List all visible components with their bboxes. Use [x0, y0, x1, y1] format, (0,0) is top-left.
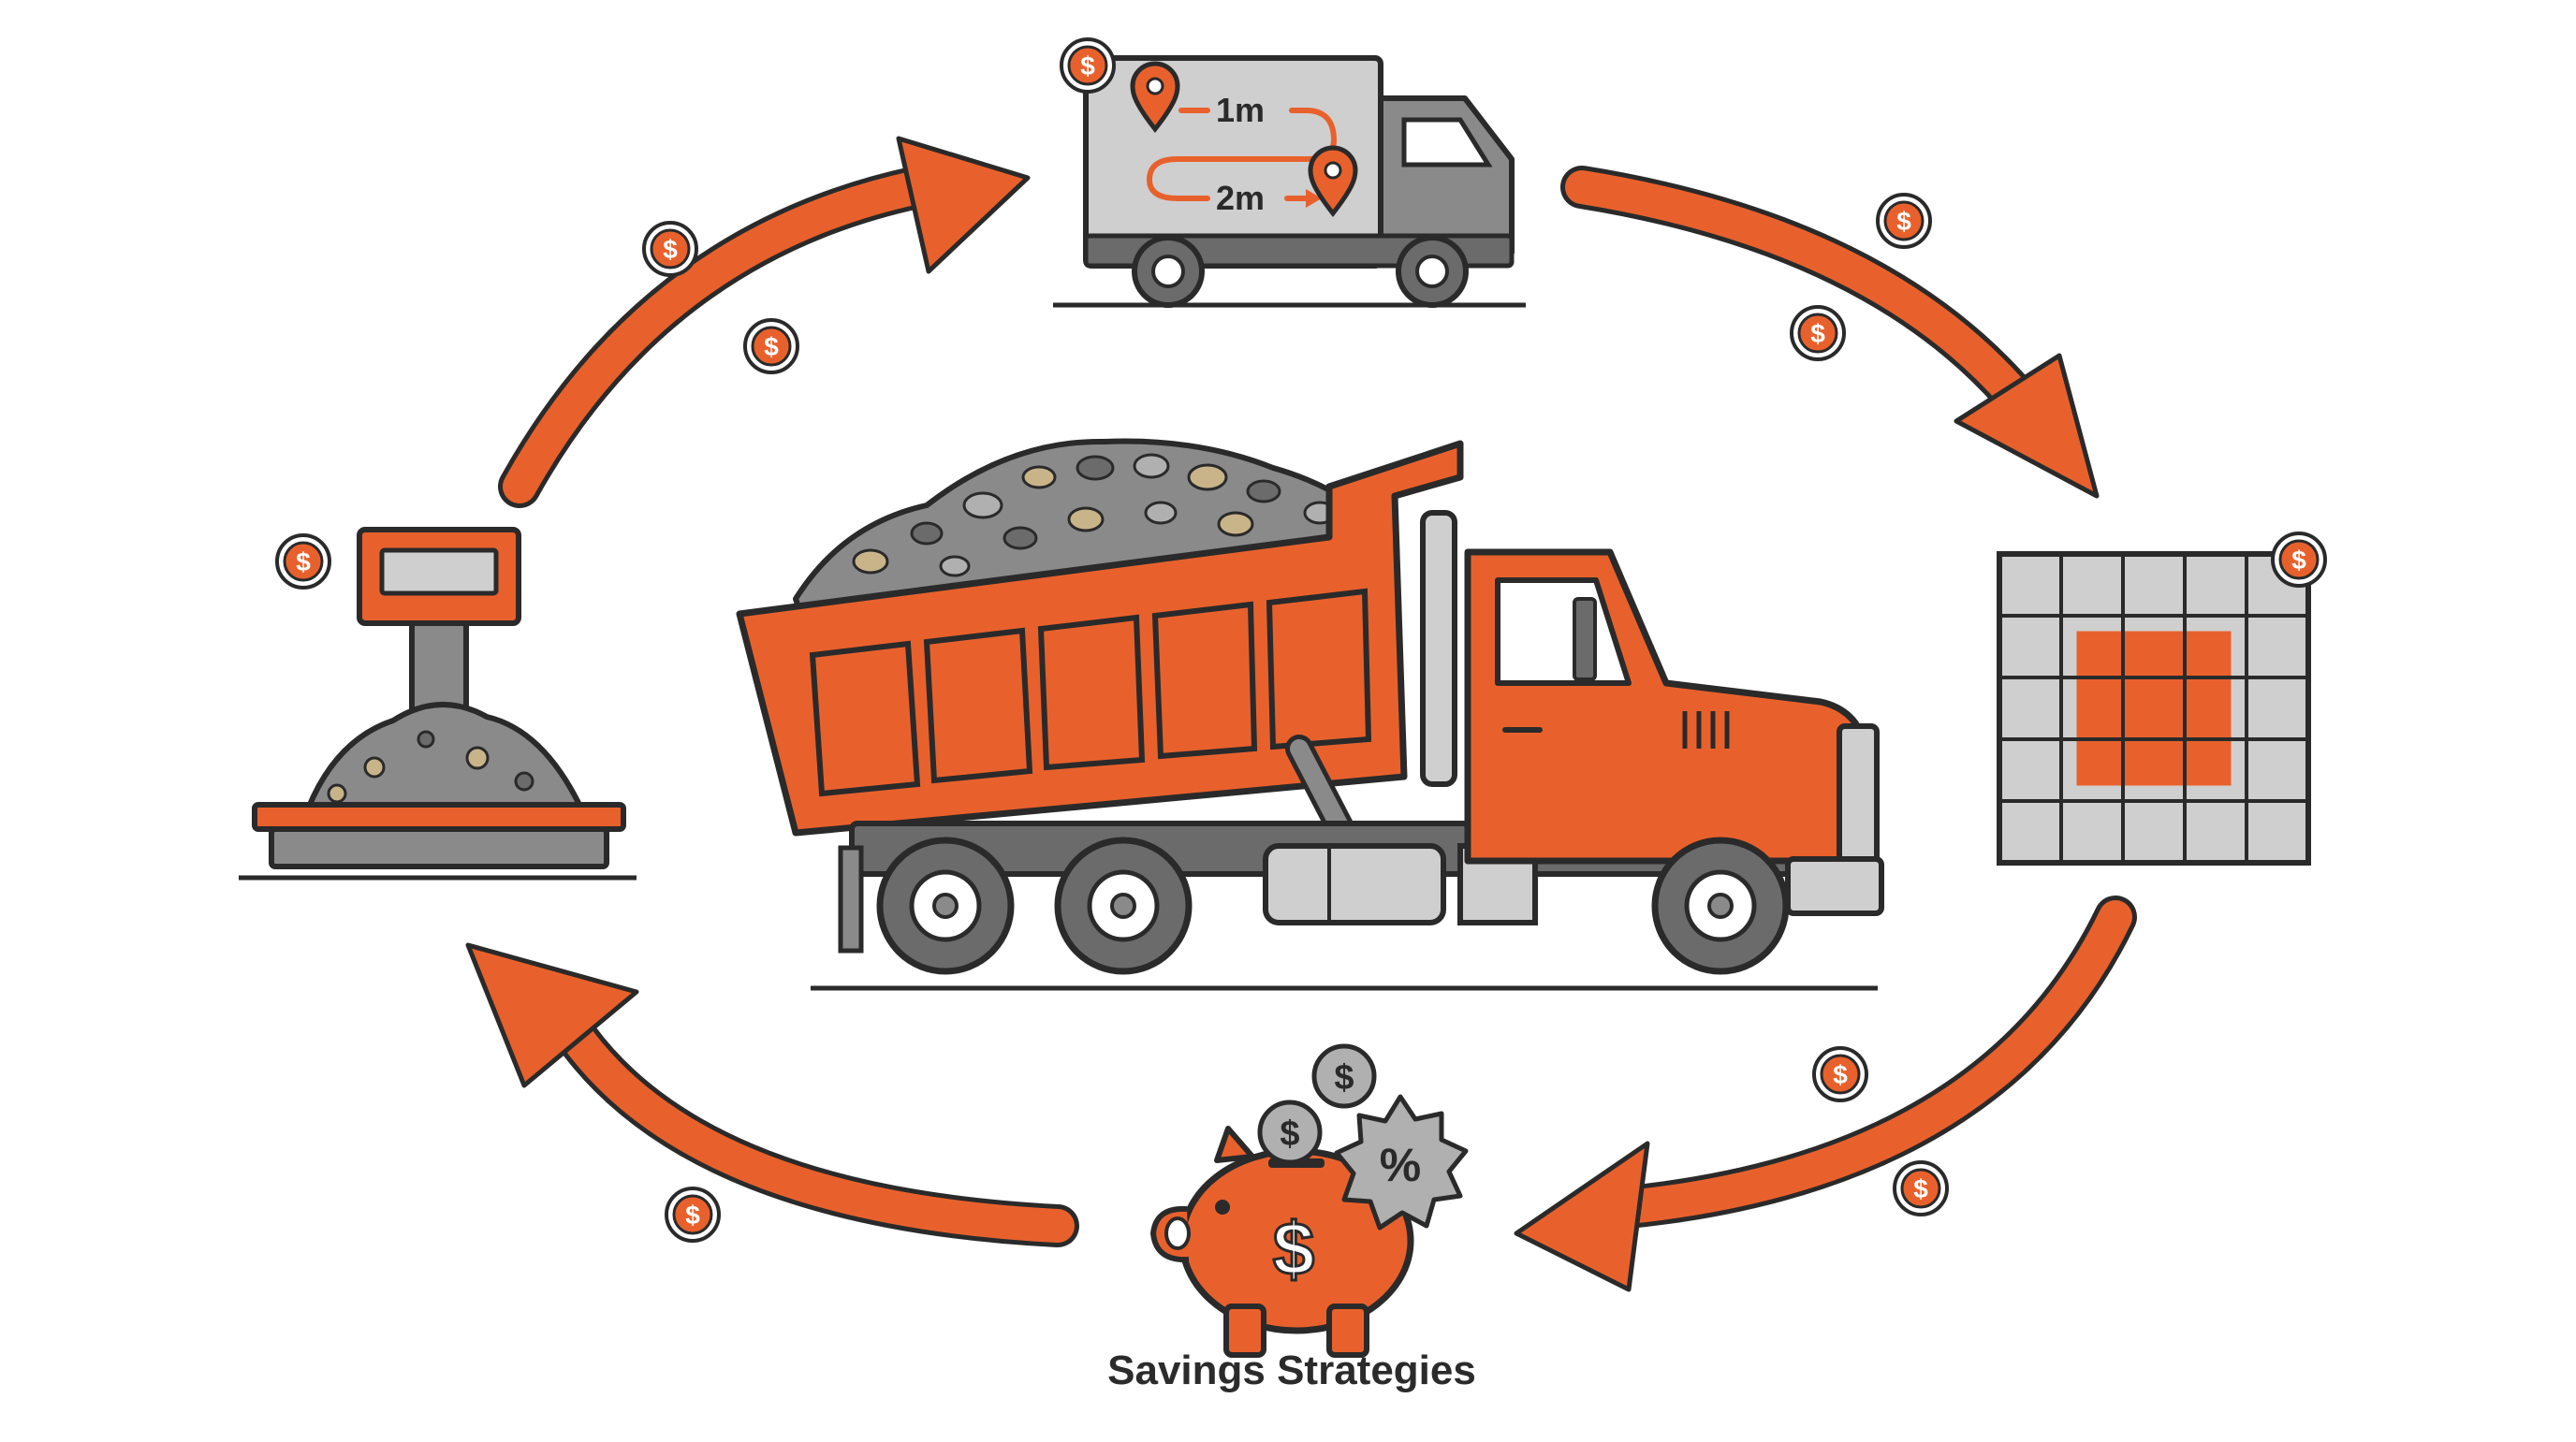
- coin-icon: [642, 221, 698, 277]
- coin-icon: $: [1257, 1100, 1323, 1165]
- svg-text:%: %: [1380, 1139, 1421, 1191]
- delivery-truck-icon: 1m 2m: [1053, 55, 1526, 308]
- caption-savings-strategies: Savings Strategies: [1107, 1347, 1476, 1393]
- coin-icon: $: [1311, 1043, 1377, 1109]
- coin-icon: [1812, 1046, 1868, 1102]
- coin-icon: [1893, 1160, 1949, 1216]
- svg-text:$: $: [1334, 1058, 1354, 1098]
- dump-truck-icon: [736, 438, 1884, 991]
- route-pin-icon: [1308, 145, 1358, 218]
- grid-layout-icon: [1997, 551, 2311, 866]
- route-leg-2m: 2m: [1216, 179, 1265, 217]
- route-leg-1m: 1m: [1216, 91, 1265, 129]
- coin-icon: [665, 1187, 721, 1243]
- discount-badge-icon: %: [1334, 1094, 1469, 1231]
- cycle-arrow-icon: [498, 136, 1031, 508]
- coin-icon: [743, 318, 799, 374]
- piggy-dollar-sign: $: [1273, 1207, 1315, 1290]
- cycle-arrow-icon: [465, 942, 1079, 1247]
- svg-text:$: $: [1280, 1114, 1299, 1154]
- route-pin-icon: [1130, 61, 1180, 134]
- coin-icon: [1876, 193, 1932, 249]
- coin-icon: [1060, 37, 1116, 94]
- weighing-scale-icon: [239, 527, 637, 881]
- coin-icon: [275, 533, 331, 590]
- cycle-arrow-icon: [1514, 896, 2137, 1292]
- cycle-arrow-icon: [1560, 166, 2100, 499]
- coin-icon: [1790, 305, 1846, 361]
- coin-icon: [2271, 532, 2327, 588]
